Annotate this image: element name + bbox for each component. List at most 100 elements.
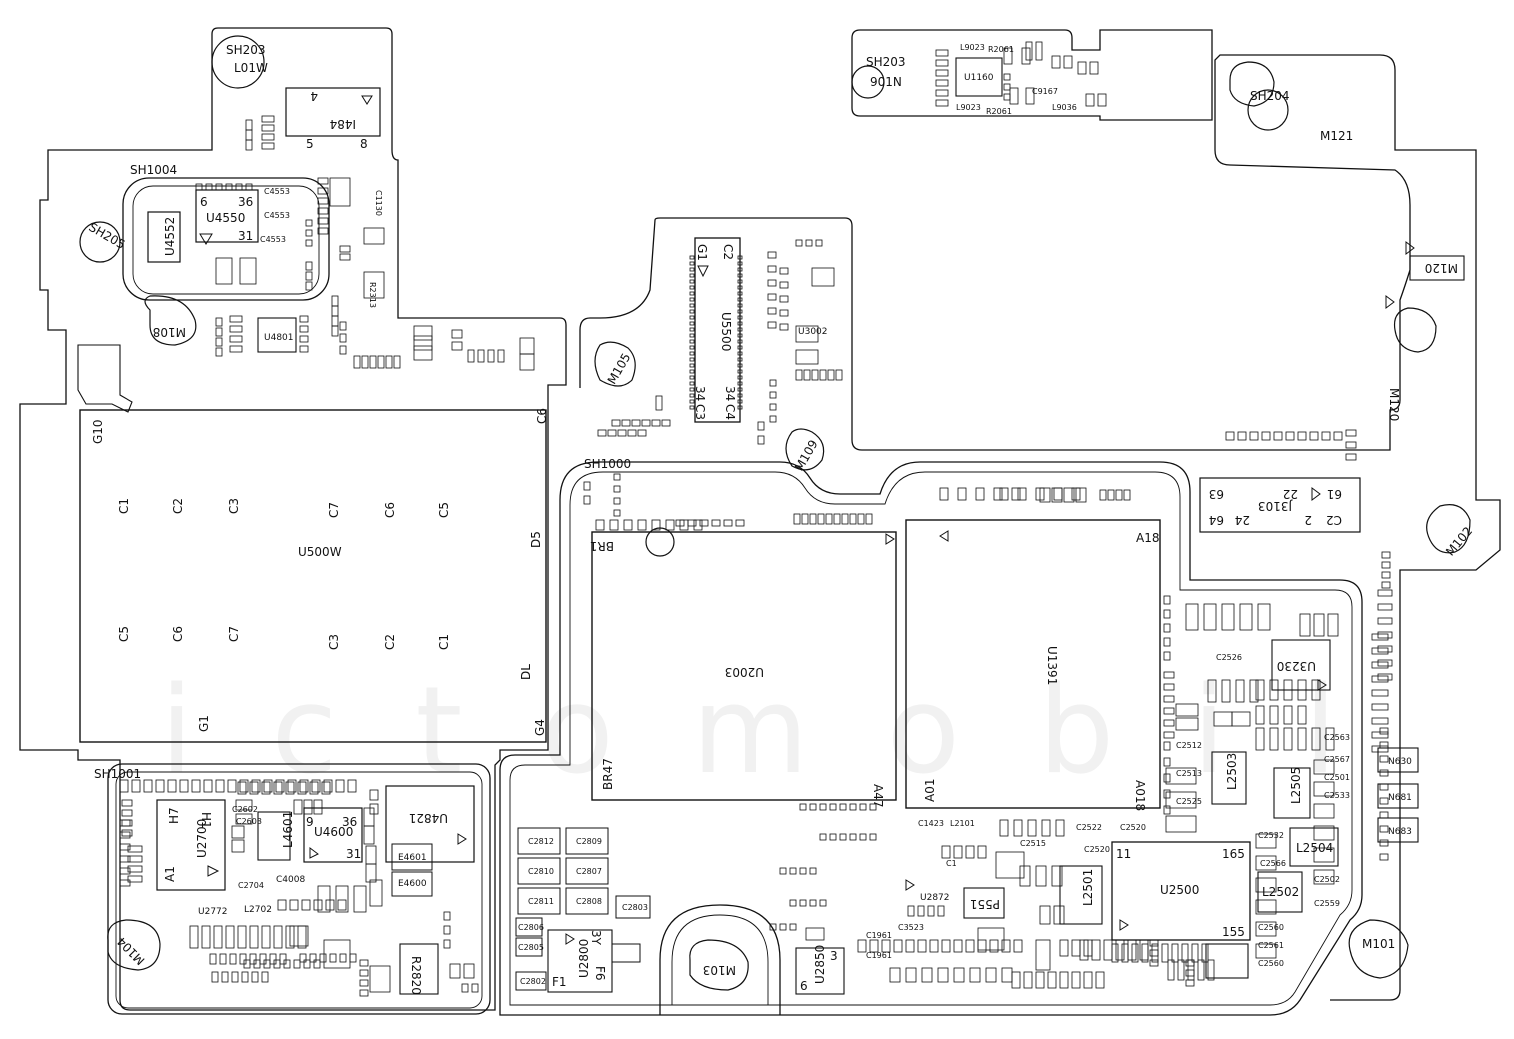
- passive-component: [1025, 87, 1035, 105]
- passive-component: [819, 899, 827, 907]
- passive-component: [215, 347, 223, 357]
- passive-component: [595, 519, 605, 531]
- passive-component: [443, 911, 451, 921]
- passive-component: [301, 899, 311, 911]
- passive-component: [839, 833, 847, 841]
- passive-component: [975, 487, 985, 501]
- passive-component: [229, 335, 243, 343]
- pin-u2700-a1: A1: [163, 866, 177, 882]
- passive-component: [365, 845, 377, 865]
- label-u4801: U4801: [264, 333, 294, 343]
- passive-component: [1377, 603, 1393, 611]
- passive-component: [687, 519, 697, 527]
- passive-component: [609, 519, 619, 531]
- passive-component: [689, 339, 695, 344]
- passive-component: [737, 399, 743, 404]
- passive-component: [1091, 939, 1101, 961]
- label-sh203-right: SH203: [866, 55, 906, 69]
- label-c2561: C2561: [1258, 941, 1284, 950]
- passive-component: [779, 323, 789, 331]
- passive-component: [689, 315, 695, 320]
- pin-u500w-bot-5: C1: [437, 634, 451, 650]
- passive-component: [1297, 679, 1307, 701]
- passive-component: [121, 829, 133, 837]
- passive-component: [1285, 431, 1295, 441]
- pin-j3103-22: 22: [1283, 487, 1298, 501]
- passive-component: [1345, 441, 1357, 449]
- passive-component: [203, 779, 213, 793]
- passive-component: [941, 845, 951, 859]
- passive-component: [275, 779, 285, 793]
- chip-u3230: [1271, 639, 1331, 691]
- label-c2532: C2532: [1258, 831, 1284, 840]
- label-m105: M105: [605, 351, 634, 387]
- chip-n630: [1377, 747, 1419, 773]
- passive-component: [795, 369, 803, 381]
- passive-component: [167, 779, 177, 793]
- passive-component: [689, 279, 695, 284]
- passive-component: [269, 953, 277, 965]
- pin-u2700-h1: H1: [199, 812, 213, 829]
- passive-component: [1039, 905, 1051, 925]
- passive-component: [819, 369, 827, 381]
- chip-u2500: [1111, 841, 1251, 941]
- chip-u4552: [147, 211, 181, 263]
- passive-component: [293, 959, 301, 969]
- passive-component: [1379, 741, 1389, 749]
- label-c4553a: C4553: [264, 187, 290, 196]
- passive-component: [1313, 803, 1335, 819]
- passive-component: [249, 925, 259, 949]
- label-n681: N681: [1388, 793, 1412, 803]
- passive-component: [213, 925, 223, 949]
- label-c2812: C2812: [528, 837, 554, 846]
- passive-component: [293, 799, 303, 815]
- passive-component: [1261, 431, 1271, 441]
- passive-component: [1149, 959, 1159, 967]
- pin-g4: G4: [533, 719, 547, 736]
- passive-component: [651, 519, 661, 531]
- label-c9167: C9167: [1032, 87, 1058, 96]
- passive-component: [613, 473, 621, 481]
- passive-component: [1379, 769, 1389, 777]
- chip-m1201: [1409, 255, 1465, 281]
- pin-u500w-top-4: C6: [383, 502, 397, 518]
- label-c2602: C2602: [232, 805, 258, 814]
- chip-u500w: [79, 409, 547, 743]
- passive-component: [737, 381, 743, 386]
- passive-component: [935, 59, 949, 67]
- passive-component: [1255, 899, 1277, 915]
- passive-component: [769, 415, 777, 423]
- label-c2805: C2805: [518, 943, 544, 952]
- passive-component: [675, 519, 685, 527]
- passive-component: [1165, 767, 1197, 785]
- passive-component: [1299, 613, 1311, 637]
- label-m1201: M120: [1425, 261, 1458, 275]
- pin-g1: G1: [197, 715, 211, 732]
- passive-component: [309, 781, 319, 795]
- passive-component: [737, 345, 743, 350]
- passive-component: [201, 925, 211, 949]
- label-c2808: C2808: [576, 897, 602, 906]
- passive-component: [789, 899, 797, 907]
- chip-u5500: [694, 237, 741, 423]
- passive-component: [195, 183, 203, 191]
- passive-component: [583, 495, 591, 505]
- passive-component: [1175, 703, 1199, 717]
- passive-component: [1071, 971, 1081, 989]
- chip-n683: [1377, 817, 1419, 843]
- passive-component: [1163, 623, 1171, 633]
- passive-component: [613, 485, 621, 493]
- passive-component: [359, 979, 369, 987]
- passive-component: [1201, 943, 1209, 963]
- passive-component: [737, 321, 743, 326]
- passive-component: [1377, 617, 1393, 625]
- passive-component: [251, 971, 259, 983]
- passive-component: [1203, 603, 1217, 631]
- pin-u500w-bot-2: C7: [227, 626, 241, 642]
- passive-component: [689, 351, 695, 356]
- passive-component: [1297, 431, 1307, 441]
- label-m108: M108: [153, 325, 186, 339]
- passive-component: [1053, 905, 1065, 925]
- pin-u500w-top-1: C2: [171, 498, 185, 514]
- passive-component: [1123, 489, 1131, 501]
